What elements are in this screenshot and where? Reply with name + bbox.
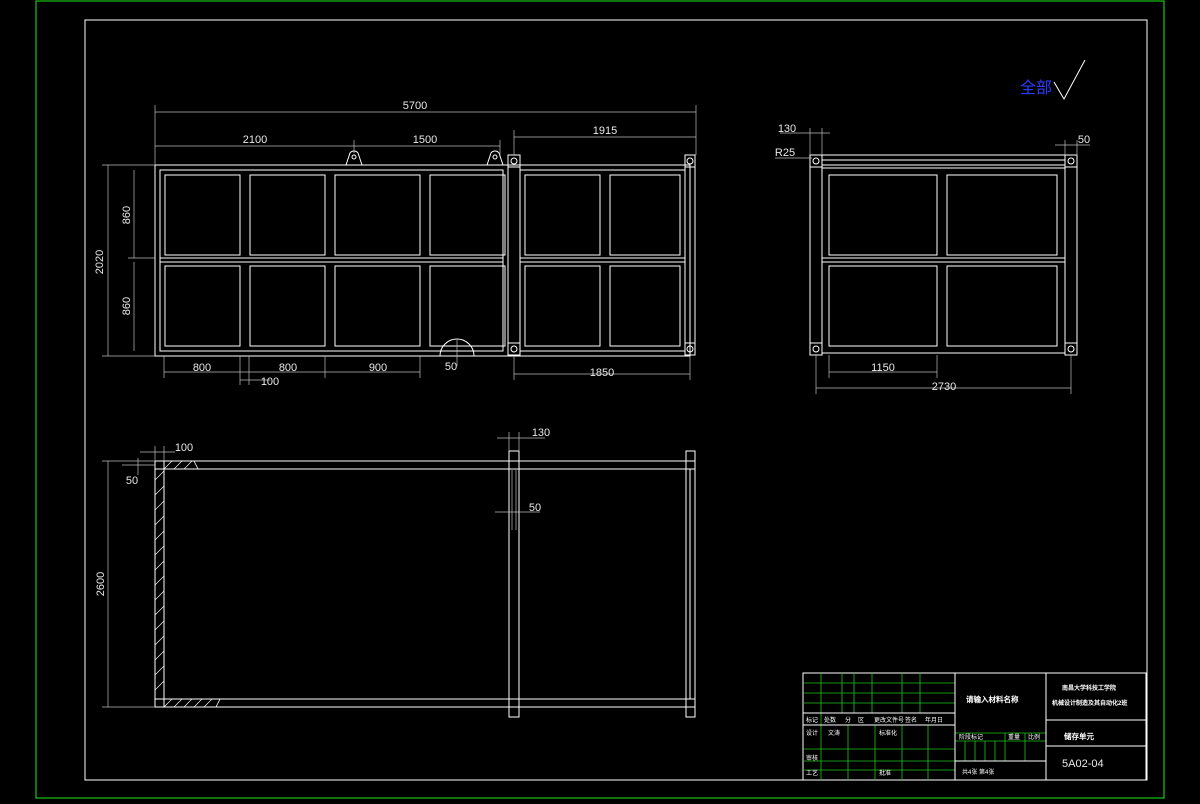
title-block-header: 标记 处数 分 区 更改文件号 签名 年月日: [806, 716, 943, 724]
dim-post-width: 130: [778, 123, 796, 135]
dim-gap: 100: [261, 376, 279, 388]
dim-lower-panel: 860: [121, 297, 133, 315]
scale-label: 比例: [1028, 733, 1040, 741]
dim-lift-spacing-mid: 1500: [413, 134, 437, 146]
dim-right-section: 1915: [593, 125, 617, 137]
header-col-change-doc: 更改文件号: [874, 716, 904, 724]
row-approve-label: 批准: [879, 769, 891, 777]
header-col-date: 年月日: [925, 716, 943, 724]
sheet-outer-border: [35, 0, 1165, 799]
title-block: [802, 672, 1147, 781]
dim-radius: R25: [775, 147, 795, 159]
header-col-signature: 签名: [905, 716, 917, 724]
plan-corner-weld: [164, 460, 199, 470]
dim-overall-length: 5700: [403, 100, 427, 112]
dim-corner: 50: [126, 475, 138, 487]
front-view-dimensions: [102, 105, 697, 385]
dim-panel-1: 800: [193, 362, 211, 374]
header-col-count: 处数: [824, 716, 836, 724]
sheet-inner-border: [84, 19, 1148, 781]
roughness-symbol-icon: [1053, 59, 1086, 101]
plan-view-dimensions: [102, 432, 545, 708]
header-col-mark: 标记: [806, 716, 818, 724]
class-name: 机械设计制造及其自动化2班: [1052, 699, 1127, 707]
part-name: 储存单元: [1064, 731, 1094, 741]
dim-side-panel-width: 1150: [871, 362, 895, 374]
header-col-part: 分: [845, 716, 851, 724]
dim-wall-thickness: 100: [175, 442, 193, 454]
sheet-info: 共4张 第4张: [962, 768, 994, 776]
dim-panel-3: 900: [369, 362, 387, 374]
designer-name: 文涛: [828, 729, 840, 737]
row-standard-label: 标准化: [879, 729, 897, 737]
dim-upper-panel: 860: [121, 206, 133, 224]
dim-top-rail: 50: [1078, 134, 1090, 146]
drawing-number: 5A02-04: [1062, 758, 1104, 770]
dim-total-width: 2730: [932, 381, 956, 393]
side-view-dimensions: [775, 128, 1090, 394]
weight-label: 重量: [1008, 733, 1020, 741]
dim-lift-spacing-left: 2100: [243, 134, 267, 146]
row-design-label: 设计: [806, 729, 818, 737]
plan-bottom-weld: [164, 698, 221, 708]
side-view: [809, 154, 1078, 356]
plan-view-hatching: [154, 460, 213, 708]
dim-panel-2: 800: [279, 362, 297, 374]
school-name: 南昌大学科技工学院: [1062, 684, 1116, 692]
dim-right-bottom: 1850: [590, 367, 614, 379]
row-review-label: 审核: [806, 754, 818, 762]
dim-plan-post: 130: [532, 427, 550, 439]
header-col-zone: 区: [858, 717, 864, 724]
dim-total-height: 2020: [94, 250, 106, 274]
dim-hinge-radius: 50: [445, 361, 457, 373]
dim-mid-post: 50: [529, 502, 541, 514]
roughness-label: 全部: [1020, 79, 1052, 97]
plan-view: [154, 450, 696, 718]
row-process-label: 工艺: [806, 769, 818, 777]
material-name: 请输入材料名称: [966, 694, 1019, 704]
stage-mark-label: 阶段标记: [959, 733, 983, 741]
dim-depth: 2600: [95, 572, 107, 596]
